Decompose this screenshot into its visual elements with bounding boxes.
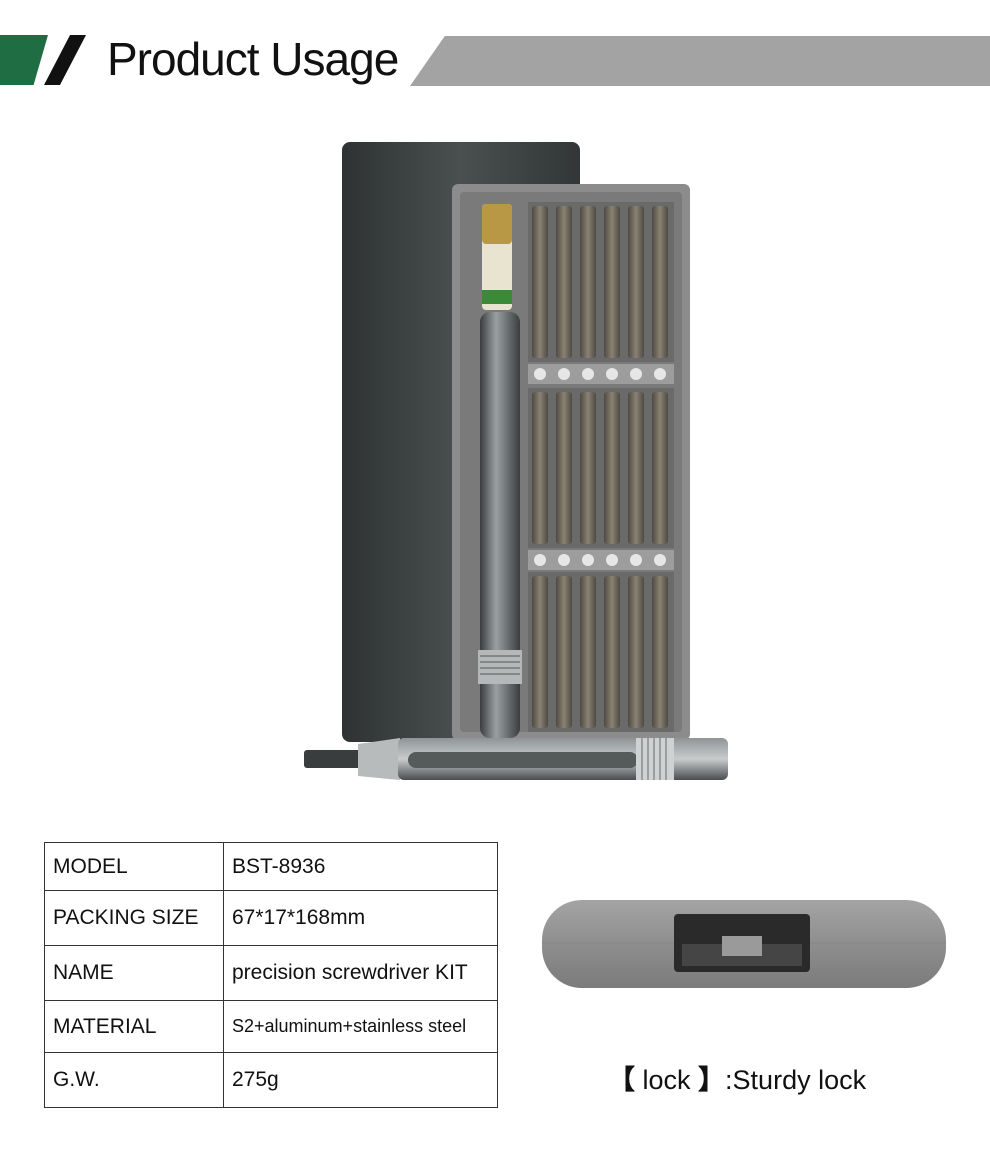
table-row: NAME precision screwdriver KIT (44, 945, 498, 1001)
banner-green-block (0, 35, 48, 85)
table-row: MATERIAL S2+aluminum+stainless steel (44, 1000, 498, 1053)
lock-word: lock (642, 1065, 691, 1095)
spec-label: G.W. (44, 1052, 224, 1108)
lock-description: :Sturdy lock (725, 1065, 867, 1095)
bit-row-1 (532, 206, 668, 358)
spec-label: PACKING SIZE (44, 890, 224, 946)
spec-value: 275g (223, 1052, 498, 1108)
screwdriver-handle-vertical (480, 312, 520, 738)
spec-value: S2+aluminum+stainless steel (223, 1000, 498, 1053)
spec-label: MODEL (44, 842, 224, 891)
bracket-open: 【 (608, 1065, 635, 1095)
specs-table: MODEL BST-8936 PACKING SIZE 67*17*168mm … (44, 842, 498, 1108)
banner-slash-mark (44, 35, 86, 85)
spec-label: MATERIAL (44, 1000, 224, 1053)
spec-value: 67*17*168mm (223, 890, 498, 946)
spec-label: NAME (44, 945, 224, 1001)
bit-row-2 (532, 392, 668, 544)
table-row: MODEL BST-8936 (44, 842, 498, 891)
case-lock-image (542, 900, 946, 988)
spec-value: BST-8936 (223, 842, 498, 891)
bit-row-3 (532, 576, 668, 728)
banner-gray-bar (410, 36, 990, 86)
bracket-close: 】 (698, 1065, 726, 1095)
table-row: G.W. 275g (44, 1052, 498, 1108)
lock-latch (722, 936, 762, 956)
table-row: PACKING SIZE 67*17*168mm (44, 890, 498, 946)
spec-value: precision screwdriver KIT (223, 945, 498, 1001)
screwdriver-kit-image (304, 142, 728, 780)
page-title: Product Usage (107, 33, 399, 85)
lock-caption: 【 lock 】:Sturdy lock (608, 1058, 866, 1097)
